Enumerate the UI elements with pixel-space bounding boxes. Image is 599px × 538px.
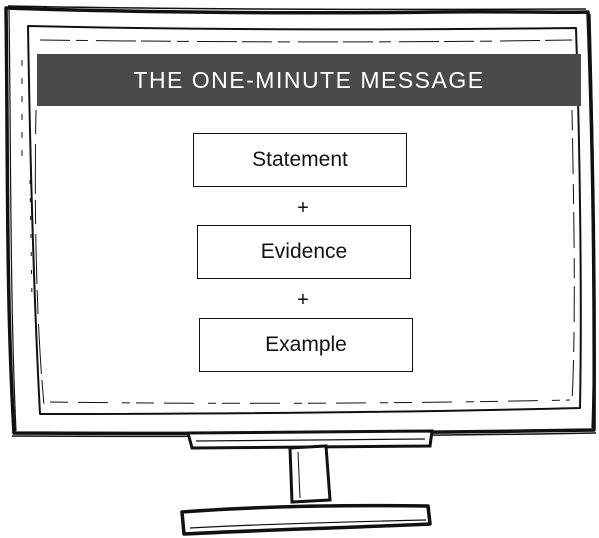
evidence-label: Evidence: [261, 240, 347, 264]
diagram-title: THE ONE-MINUTE MESSAGE: [133, 67, 484, 94]
example-label: Example: [265, 333, 347, 357]
plus-connector: +: [283, 290, 323, 310]
plus-connector: +: [283, 198, 323, 218]
statement-label: Statement: [252, 148, 348, 172]
example-box: Example: [199, 318, 413, 372]
evidence-box: Evidence: [197, 225, 411, 279]
statement-box: Statement: [193, 133, 407, 187]
monitor-neck: [290, 446, 330, 502]
title-banner: THE ONE-MINUTE MESSAGE: [37, 54, 581, 106]
monitor-base: [182, 506, 430, 534]
